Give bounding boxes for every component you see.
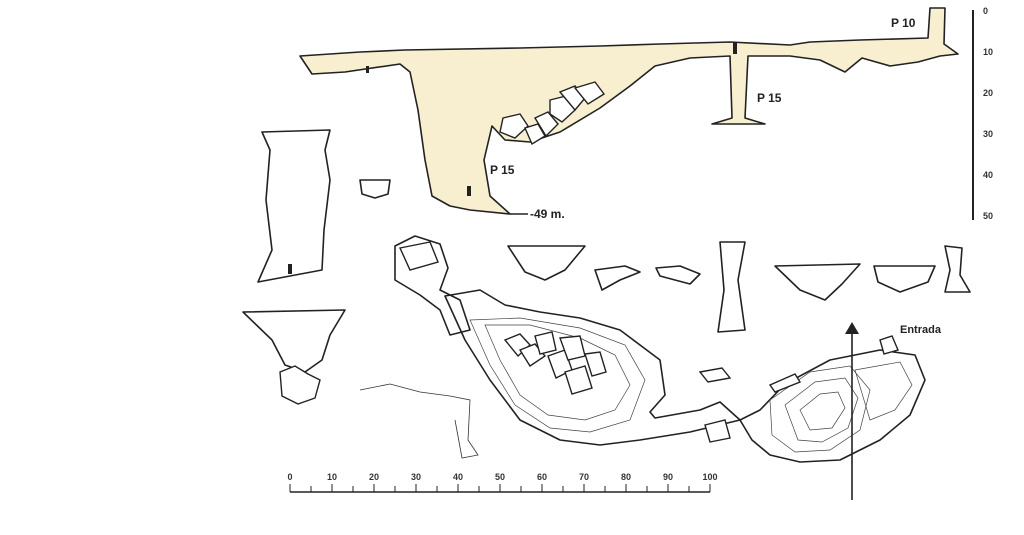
vertical-scale-tick-label: 30 xyxy=(983,129,993,139)
horizontal-scale-tick-label: 50 xyxy=(495,472,505,482)
breakdown-boulders xyxy=(499,81,606,146)
cross-sections xyxy=(242,129,971,405)
plan-boulders xyxy=(398,241,899,443)
contour-lines xyxy=(469,317,913,453)
horizontal-scale-tick-label: 0 xyxy=(287,472,292,482)
profile-cave-outline xyxy=(299,7,959,215)
vertical-scale-tick-label: 50 xyxy=(983,211,993,221)
cave-plan: Entrada xyxy=(359,235,942,500)
minor-passage xyxy=(359,383,479,459)
horizontal-scale-tick-label: 100 xyxy=(702,472,717,482)
survey-station-marker xyxy=(366,66,369,73)
label-p15-left: P 15 xyxy=(490,163,515,177)
horizontal-scale-tick-label: 90 xyxy=(663,472,673,482)
cross-section xyxy=(257,129,331,283)
vertical-depth-scale: 0 10 20 30 40 50 xyxy=(972,6,993,221)
horizontal-scale-tick-label: 20 xyxy=(369,472,379,482)
cross-section xyxy=(774,263,861,301)
vertical-scale-tick-label: 10 xyxy=(983,47,993,57)
label-depth: -49 m. xyxy=(530,207,565,221)
north-arrow-icon xyxy=(845,322,859,334)
horizontal-scale-tick-label: 70 xyxy=(579,472,589,482)
horizontal-scale-tick-label: 10 xyxy=(327,472,337,482)
survey-station-marker xyxy=(733,42,737,54)
horizontal-scale-tick-label: 30 xyxy=(411,472,421,482)
vertical-scale-tick-label: 20 xyxy=(983,88,993,98)
survey-station-marker xyxy=(467,186,471,196)
label-entrance: Entrada xyxy=(900,324,942,336)
vertical-scale-tick-label: 0 xyxy=(983,6,988,16)
cross-section xyxy=(873,265,936,293)
label-p15-right: P 15 xyxy=(757,91,782,105)
horizontal-distance-scale: 0 10 20 30 40 50 60 70 80 90 100 xyxy=(287,472,718,493)
label-p10: P 10 xyxy=(891,16,916,30)
horizontal-scale-tick-label: 40 xyxy=(453,472,463,482)
cross-section xyxy=(655,265,701,285)
horizontal-scale-tick-label: 60 xyxy=(537,472,547,482)
cross-section xyxy=(944,245,971,293)
horizontal-scale-tick-label: 80 xyxy=(621,472,631,482)
cross-section xyxy=(359,179,391,199)
vertical-scale-tick-label: 40 xyxy=(983,170,993,180)
cross-section xyxy=(717,241,746,333)
cave-profile: P 10 P 15 P 15 -49 m. xyxy=(299,7,959,221)
cross-section xyxy=(507,245,586,281)
cross-section xyxy=(242,309,346,373)
cross-section xyxy=(594,265,641,291)
